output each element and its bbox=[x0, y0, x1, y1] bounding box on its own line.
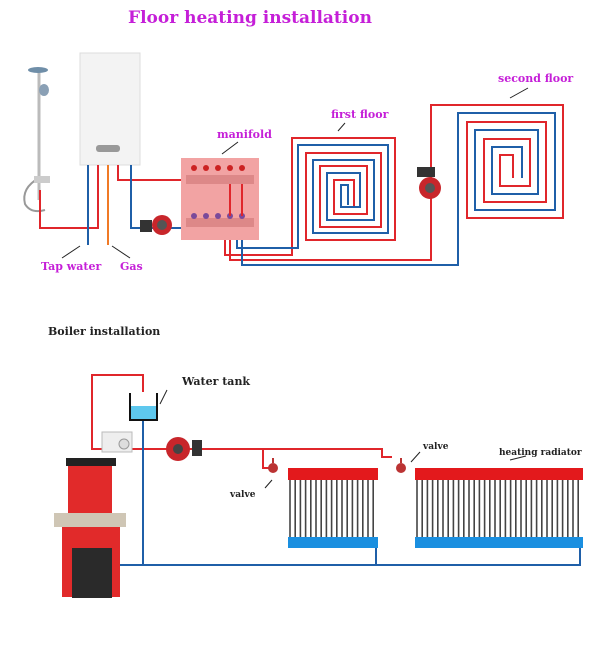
annotation-arrows bbox=[61, 87, 529, 259]
solid-fuel-boiler-icon bbox=[54, 458, 126, 598]
valve-label-right: valve bbox=[423, 442, 449, 452]
first-floor-label: first floor bbox=[331, 108, 389, 121]
radiator-2 bbox=[415, 468, 583, 548]
manifold-label: manifold bbox=[217, 128, 272, 141]
valve-label-left: valve bbox=[230, 490, 256, 500]
radiator-1 bbox=[288, 468, 378, 548]
gas-boiler-icon bbox=[79, 52, 141, 166]
floor-pump-icon bbox=[417, 167, 441, 199]
boiler-pipes-2 bbox=[91, 374, 581, 566]
boiler-installation-title: Boiler installation bbox=[48, 325, 161, 338]
boiler-pump-icon bbox=[166, 437, 202, 461]
valve-icon bbox=[268, 458, 406, 473]
water-tank-icon bbox=[129, 393, 158, 421]
gas-label: Gas bbox=[120, 260, 143, 273]
water-tank-label: Water tank bbox=[182, 375, 251, 388]
floor-heating-pipes bbox=[224, 104, 564, 266]
heating-radiator-label: heating radiator bbox=[499, 448, 582, 458]
second-floor-label: second floor bbox=[498, 72, 574, 85]
manifold-icon bbox=[181, 158, 259, 240]
shower-icon bbox=[23, 67, 50, 213]
annotation-arrows-2 bbox=[159, 389, 527, 489]
floor-heating-title: Floor heating installation bbox=[128, 8, 372, 28]
circulation-pump-icon bbox=[140, 215, 172, 235]
tap-water-label: Tap water bbox=[41, 260, 102, 273]
thermostat-icon bbox=[101, 431, 133, 453]
radiator-fins bbox=[289, 480, 580, 537]
